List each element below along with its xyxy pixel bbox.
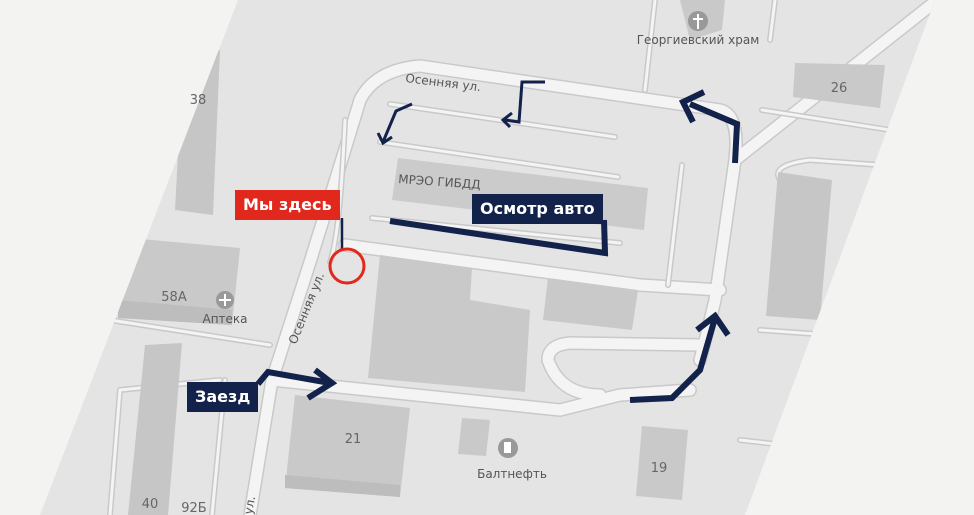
house-26: 26: [831, 81, 848, 96]
house-92b: 92Б: [181, 501, 206, 515]
fuel-pump-icon: [498, 438, 518, 458]
cross-icon: [688, 11, 708, 31]
church-label: Георгиевский храм: [637, 33, 760, 47]
mreo-label: МРЭО ГИБДД: [398, 172, 481, 192]
buildings: [118, 0, 885, 515]
house-38: 38: [190, 93, 207, 108]
street-label-bottom: ул.: [241, 495, 258, 515]
route: [255, 80, 741, 403]
you-are-here-marker[interactable]: [328, 247, 366, 285]
house-58a: 58А: [161, 290, 187, 305]
gas-label: Балтнефть: [477, 467, 547, 481]
house-19: 19: [651, 461, 668, 476]
you-are-here-callout: Мы здесь: [235, 190, 340, 220]
pharmacy-label: Аптека: [202, 312, 247, 326]
house-40: 40: [142, 497, 159, 512]
entry-callout: Заезд: [187, 382, 259, 412]
house-21: 21: [345, 432, 362, 447]
plus-icon: [216, 291, 234, 309]
inspection-callout: Осмотр авто: [472, 194, 603, 224]
